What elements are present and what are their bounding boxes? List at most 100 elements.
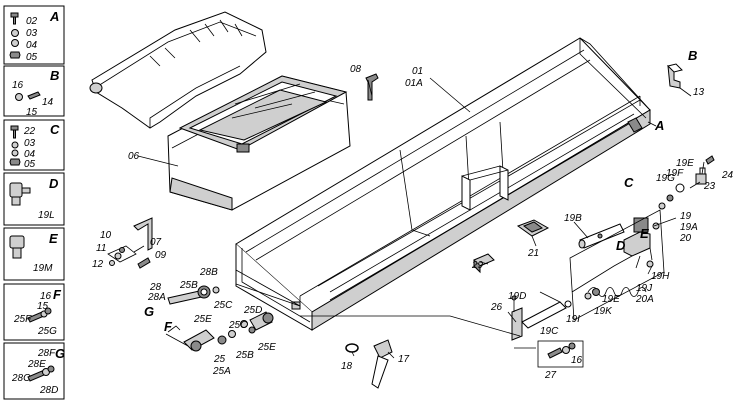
part-17-chute [371, 339, 393, 389]
callout-28: 28 [149, 282, 162, 293]
svg-text:28C: 28C [11, 373, 31, 384]
bolt-icon [10, 12, 19, 25]
part-29-clamp [473, 253, 495, 274]
callout-25b-mid: 25B [235, 350, 254, 361]
svg-text:05: 05 [24, 159, 36, 170]
callout-25c-mid: 25C [228, 320, 248, 331]
callout-10: 10 [100, 230, 112, 241]
callout-11: 11 [96, 243, 106, 254]
nut-icon [44, 307, 52, 315]
legend-box-e: E 19M [3, 227, 65, 281]
svg-text:25G: 25G [37, 326, 57, 337]
callout-19c: 19C [540, 326, 559, 337]
part-18-ring [345, 343, 359, 353]
part-27-fastener-set [537, 340, 584, 368]
fitting-icon [9, 235, 25, 259]
svg-text:19L: 19L [38, 210, 55, 221]
callout-25e-mid: 25E [257, 342, 276, 353]
fitting-icon [9, 182, 31, 206]
part-25d-hub [240, 311, 274, 334]
callout-08: 08 [350, 64, 362, 75]
part-28-shaft [167, 285, 220, 305]
leader-lines [133, 77, 701, 359]
svg-text:04: 04 [24, 149, 36, 160]
svg-text:19M: 19M [33, 263, 53, 274]
callout-20a: 20A [635, 294, 654, 305]
callout-labels: 01 01A 06 08 B 13 A 19E 19F 19G 24 23 C … [92, 48, 734, 381]
part-19b-tube [578, 223, 625, 249]
callout-13: 13 [693, 87, 705, 98]
spreader-frame [235, 37, 651, 331]
lock-washer-icon [11, 39, 19, 47]
callout-19: 19 [680, 211, 692, 222]
part-24-pin [701, 155, 715, 175]
callout-a: A [654, 118, 664, 133]
callout-01: 01 [412, 66, 423, 77]
legend-box-c: C 22 03 04 05 [3, 119, 65, 171]
callout-b: B [688, 48, 697, 63]
callout-26: 26 [490, 302, 503, 313]
svg-text:28F: 28F [37, 348, 56, 359]
part-19-spring-assembly [564, 209, 665, 321]
callout-19h: 19H [651, 271, 670, 282]
washer-icon [11, 141, 19, 149]
svg-text:28E: 28E [27, 359, 46, 370]
callout-17: 17 [398, 354, 410, 365]
bolt-icon [27, 91, 41, 100]
callout-20: 20 [679, 233, 692, 244]
callout-24: 24 [721, 170, 734, 181]
legend-box-f: F 16 15 25F 25G [3, 283, 65, 341]
callout-19e-top: 19E [676, 158, 694, 169]
part-13-bracket [667, 63, 683, 89]
callout-19i: 19I [566, 314, 580, 325]
svg-text:16: 16 [40, 291, 52, 302]
part-08-bracket [365, 73, 379, 101]
callout-19k: 19K [594, 306, 613, 317]
callout-19b: 19B [564, 213, 582, 224]
svg-text:A: A [49, 9, 59, 24]
bolt-icon [10, 125, 19, 139]
callout-06: 06 [128, 151, 140, 162]
callout-d: D [616, 238, 626, 253]
legend-box-d: D 19L [3, 172, 65, 226]
callout-18: 18 [341, 361, 353, 372]
part-25-bearing [165, 325, 236, 352]
part-07-bracket [133, 217, 153, 251]
svg-text:04: 04 [26, 40, 38, 51]
callout-25b-top: 25B [179, 280, 198, 291]
callout-21: 21 [527, 248, 539, 259]
callout-09: 09 [155, 250, 167, 261]
svg-text:F: F [53, 287, 62, 302]
part-09-10-11-12-hardware [107, 245, 151, 269]
callout-25e-top: 25E [193, 314, 212, 325]
callout-25: 25 [213, 354, 226, 365]
callout-19j: 19J [636, 283, 653, 294]
callout-c: C [624, 175, 634, 190]
callout-29: 29 [471, 260, 484, 271]
svg-text:25F: 25F [13, 314, 32, 325]
svg-text:03: 03 [24, 138, 36, 149]
svg-text:D: D [49, 176, 59, 191]
svg-text:14: 14 [42, 97, 54, 108]
hopper-body [167, 75, 351, 211]
svg-text:28D: 28D [39, 385, 58, 396]
legend-box-a: A 02 03 04 05 [3, 5, 65, 65]
part-26-bracket-assembly [511, 295, 567, 341]
svg-text:15: 15 [26, 107, 38, 118]
callout-12: 12 [92, 259, 104, 270]
washer-icon [15, 93, 23, 101]
svg-text:15: 15 [37, 301, 49, 312]
svg-text:E: E [49, 231, 58, 246]
hopper-cover [89, 11, 267, 129]
svg-text:02: 02 [26, 16, 38, 27]
washer-icon [11, 29, 19, 37]
callout-28b: 28B [199, 267, 218, 278]
svg-text:C: C [50, 122, 60, 137]
part-21-plate [516, 219, 550, 237]
legend-box-g: G 28F 28E 28C 28D [3, 342, 65, 400]
callout-19f: 19F [666, 168, 684, 179]
callout-27: 27 [544, 370, 557, 381]
svg-text:G: G [55, 346, 65, 361]
callout-g: G [144, 304, 154, 319]
